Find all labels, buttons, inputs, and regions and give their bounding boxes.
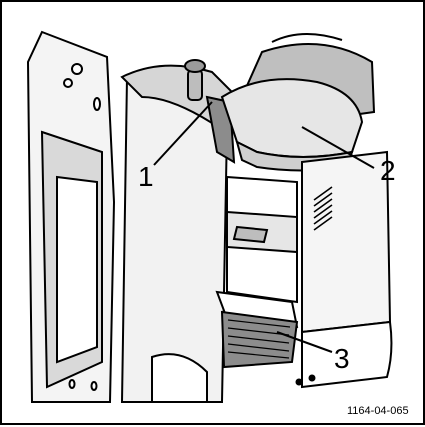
figure-id: 1164-04-065: [347, 405, 409, 417]
leader-line-3: [276, 331, 333, 353]
handle-bracket: [120, 59, 239, 164]
door-screw-bottom: [63, 78, 73, 88]
callout-1: 1: [138, 161, 154, 192]
middle-box: [226, 175, 298, 304]
leader-line-2: [301, 126, 375, 169]
right-housing: [295, 150, 393, 389]
leader-line-1: [153, 101, 213, 166]
leader-lines: [153, 101, 375, 353]
door-screw-top: [71, 63, 83, 75]
callout-2: 2: [380, 155, 396, 186]
knob: [184, 59, 206, 73]
seat-lid: [220, 32, 376, 172]
callout-3: 3: [334, 343, 350, 374]
vent-grille: [313, 186, 333, 231]
step-tray: [215, 290, 299, 369]
left-door-panel: [26, 30, 116, 403]
